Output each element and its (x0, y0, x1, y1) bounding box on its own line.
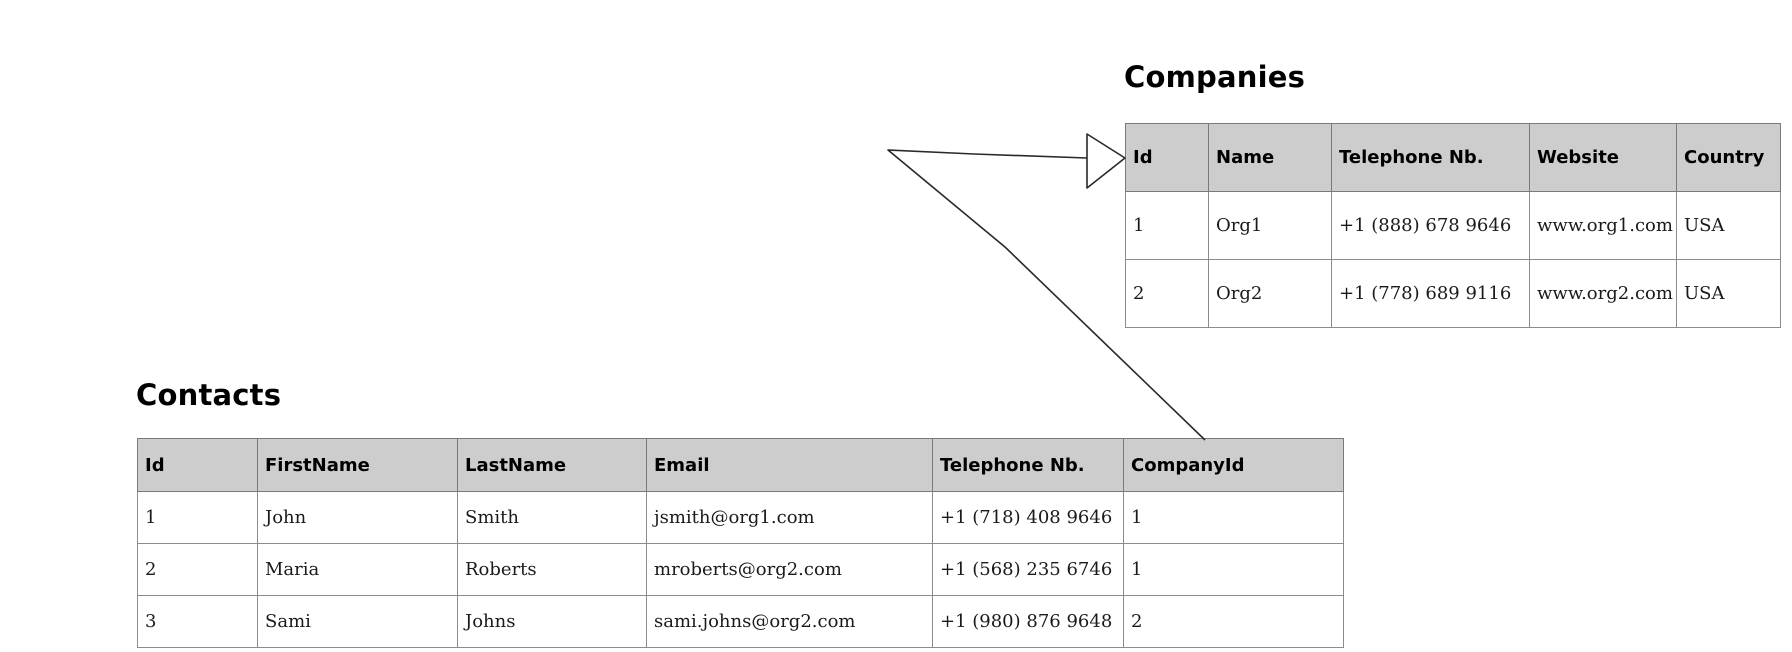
contacts-row: 3 Sami Johns sami.johns@org2.com +1 (980… (137, 595, 1344, 648)
companies-row: 1 Org1 +1 (888) 678 9646 www.org1.com US… (1125, 191, 1781, 260)
companies-header-id: Id (1125, 123, 1209, 192)
contacts-header-email: Email (646, 438, 933, 492)
contacts-cell-email: jsmith@org1.com (646, 491, 933, 544)
companies-table: Id Name Telephone Nb. Website Country 1 … (1125, 123, 1781, 328)
contacts-cell-lastname: Roberts (457, 543, 647, 596)
contacts-header-telephone: Telephone Nb. (932, 438, 1124, 492)
companies-row: 2 Org2 +1 (778) 689 9116 www.org2.com US… (1125, 259, 1781, 328)
contacts-title: Contacts (136, 378, 282, 412)
companies-cell-id: 1 (1125, 191, 1209, 260)
contacts-row: 2 Maria Roberts mroberts@org2.com +1 (56… (137, 543, 1344, 596)
companies-cell-website: www.org1.com (1529, 191, 1677, 260)
contacts-header-id: Id (137, 438, 258, 492)
contacts-row: 1 John Smith jsmith@org1.com +1 (718) 40… (137, 491, 1344, 544)
companies-header-country: Country (1676, 123, 1781, 192)
contacts-cell-companyid: 1 (1123, 543, 1344, 596)
contacts-cell-id: 1 (137, 491, 258, 544)
companies-header-telephone: Telephone Nb. (1331, 123, 1530, 192)
contacts-cell-id: 3 (137, 595, 258, 648)
contacts-cell-telephone: +1 (980) 876 9648 (932, 595, 1124, 648)
contacts-header-row: Id FirstName LastName Email Telephone Nb… (137, 438, 1344, 492)
contacts-cell-lastname: Johns (457, 595, 647, 648)
contacts-cell-telephone: +1 (718) 408 9646 (932, 491, 1124, 544)
companies-cell-country: USA (1676, 191, 1781, 260)
contacts-cell-firstname: Sami (257, 595, 458, 648)
companies-cell-name: Org1 (1208, 191, 1332, 260)
companies-cell-name: Org2 (1208, 259, 1332, 328)
companies-cell-id: 2 (1125, 259, 1209, 328)
companies-header-row: Id Name Telephone Nb. Website Country (1125, 123, 1781, 192)
contacts-header-lastname: LastName (457, 438, 647, 492)
contacts-cell-email: mroberts@org2.com (646, 543, 933, 596)
companies-cell-country: USA (1676, 259, 1781, 328)
contacts-cell-firstname: John (257, 491, 458, 544)
contacts-header-firstname: FirstName (257, 438, 458, 492)
companies-cell-website: www.org2.com (1529, 259, 1677, 328)
companies-header-name: Name (1208, 123, 1332, 192)
contacts-cell-companyid: 1 (1123, 491, 1344, 544)
companies-cell-telephone: +1 (888) 678 9646 (1331, 191, 1530, 260)
contacts-header-companyid: CompanyId (1123, 438, 1344, 492)
companies-cell-telephone: +1 (778) 689 9116 (1331, 259, 1530, 328)
contacts-table: Id FirstName LastName Email Telephone Nb… (137, 438, 1344, 648)
contacts-cell-companyid: 2 (1123, 595, 1344, 648)
contacts-cell-lastname: Smith (457, 491, 647, 544)
companies-header-website: Website (1529, 123, 1677, 192)
contacts-cell-id: 2 (137, 543, 258, 596)
contacts-cell-firstname: Maria (257, 543, 458, 596)
contacts-cell-telephone: +1 (568) 235 6746 (932, 543, 1124, 596)
contacts-cell-email: sami.johns@org2.com (646, 595, 933, 648)
companies-title: Companies (1124, 60, 1306, 94)
relationship-arrowhead (1086, 133, 1126, 189)
